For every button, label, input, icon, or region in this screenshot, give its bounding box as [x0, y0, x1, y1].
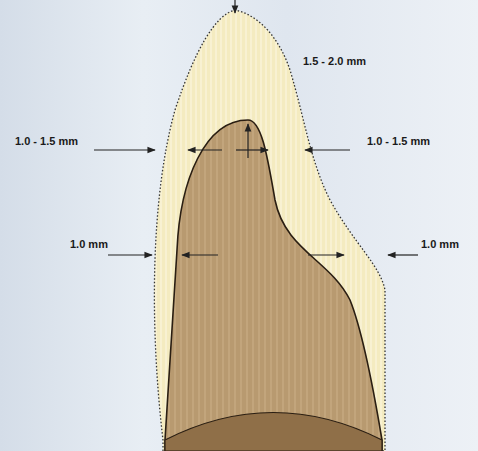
crown-outline	[154, 10, 385, 451]
dimension-label: 1.5 - 2.0 mm	[303, 55, 366, 68]
dimension-label: 1.0 mm	[70, 238, 108, 251]
dimension-label: 1.0 - 1.5 mm	[15, 135, 78, 148]
root-section	[165, 413, 382, 451]
dimension-arrows	[94, 0, 418, 255]
prepared-tooth	[165, 120, 382, 451]
dimension-label: 1.0 - 1.5 mm	[367, 135, 430, 148]
dimension-label: 1.0 mm	[421, 238, 459, 251]
